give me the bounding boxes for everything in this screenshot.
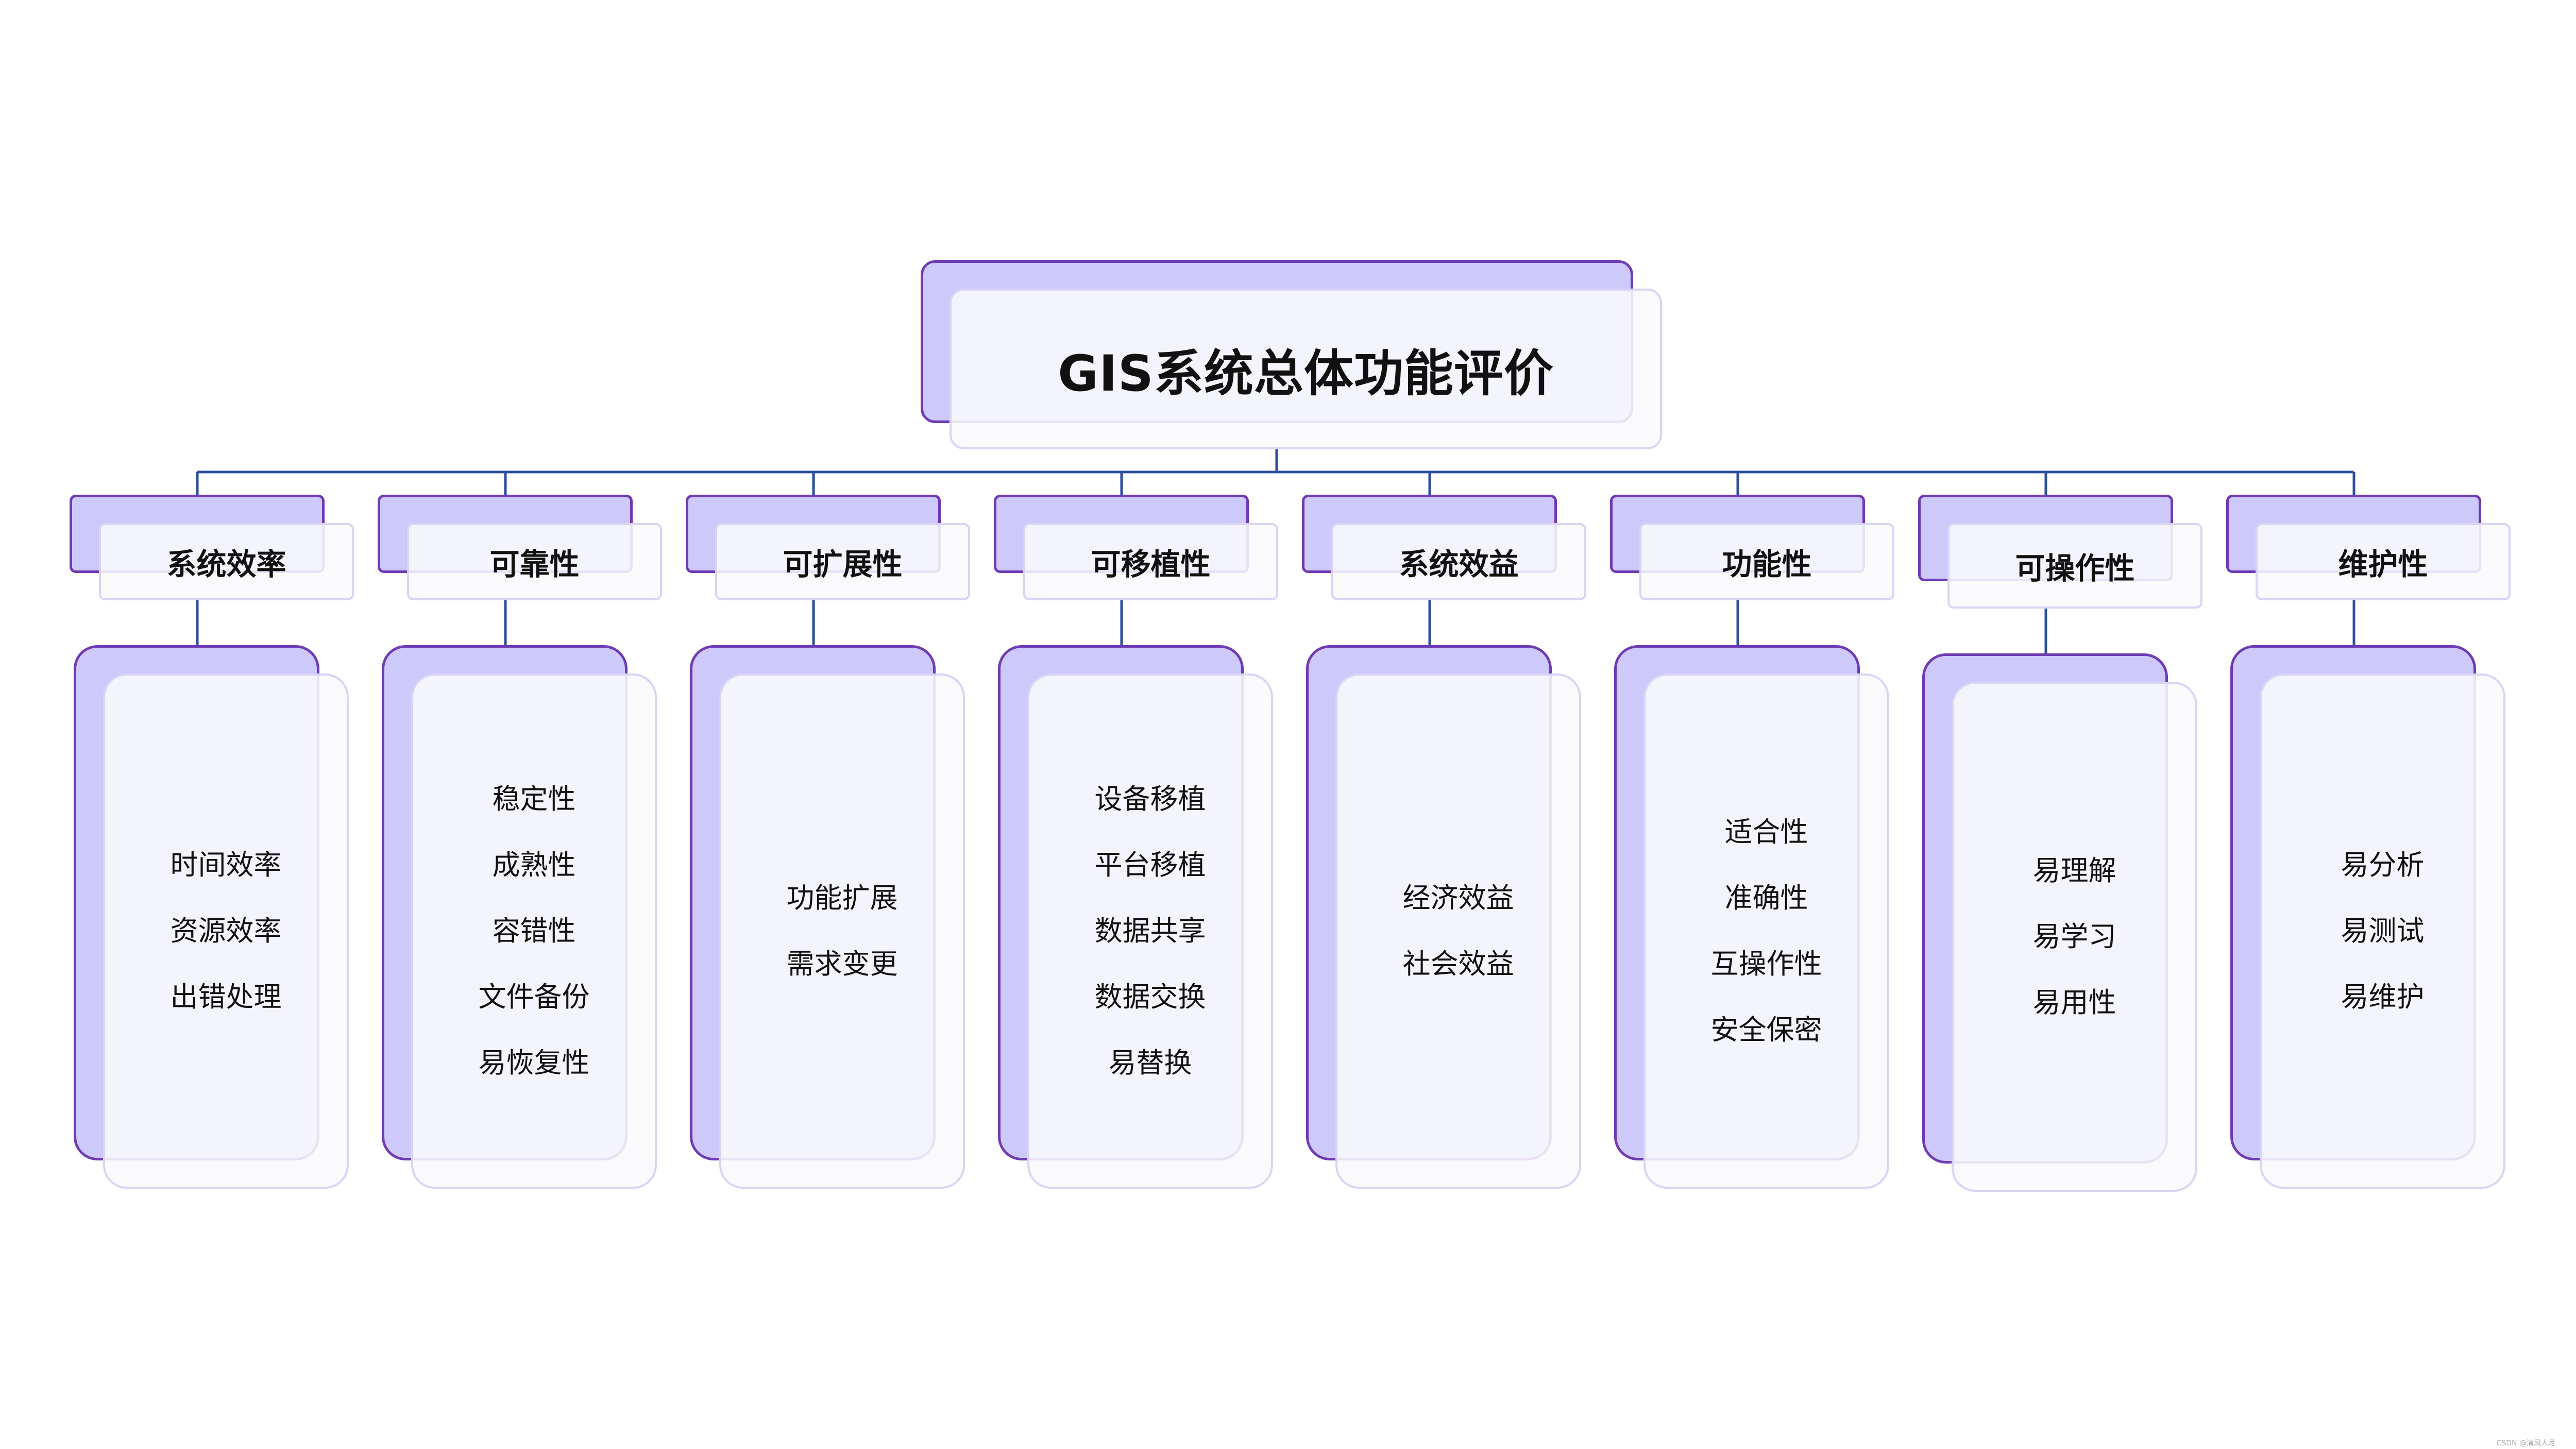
category-label: 系统效率 xyxy=(166,547,286,582)
leaf-node: 经济效益社会效益 xyxy=(1335,673,1581,1189)
category-node: 可扩展性 xyxy=(715,523,970,600)
leaf-item: 易维护 xyxy=(2341,981,2425,1013)
leaf-node: 稳定性成熟性容错性文件备份易恢复性 xyxy=(411,673,657,1189)
category-node: 系统效率 xyxy=(99,523,354,600)
leaf-item: 安全保密 xyxy=(1710,1014,1822,1046)
leaf-item: 成熟性 xyxy=(492,849,576,881)
leaf-item: 经济效益 xyxy=(1402,882,1514,914)
category-label: 系统效益 xyxy=(1399,547,1519,582)
leaf-item: 易测试 xyxy=(2341,915,2425,947)
leaf-item: 社会效益 xyxy=(1402,948,1514,980)
category-label: 可移植性 xyxy=(1091,547,1211,582)
category-node: 可靠性 xyxy=(407,523,662,600)
leaf-item: 功能扩展 xyxy=(786,882,898,914)
watermark: CSDN @清风人月 xyxy=(2496,1439,2555,1447)
category-node: 功能性 xyxy=(1639,523,1894,600)
leaf-item: 易分析 xyxy=(2341,849,2425,881)
category-label: 功能性 xyxy=(1722,547,1812,582)
root-title: GIS系统总体功能评价 xyxy=(1058,344,1554,402)
leaf-item: 易替换 xyxy=(1108,1047,1192,1079)
leaf-node: 易分析易测试易维护 xyxy=(2260,673,2505,1189)
leaf-item: 易学习 xyxy=(2032,920,2116,953)
leaf-node: 易理解易学习易用性 xyxy=(1952,682,2197,1192)
category-node: 可操作性 xyxy=(1947,523,2202,609)
category-label: 可靠性 xyxy=(489,547,580,582)
category-node: 系统效益 xyxy=(1331,523,1586,600)
root-node: GIS系统总体功能评价 xyxy=(950,289,1662,449)
leaf-item: 易用性 xyxy=(2032,986,2116,1019)
leaf-item: 适合性 xyxy=(1724,816,1808,848)
leaf-node: 时间效率资源效率出错处理 xyxy=(103,673,349,1189)
leaf-item: 容错性 xyxy=(492,915,576,947)
leaf-item: 设备移植 xyxy=(1094,783,1206,815)
leaf-item: 数据共享 xyxy=(1094,915,1206,947)
category-label: 可扩展性 xyxy=(783,547,903,582)
leaf-item: 数据交换 xyxy=(1094,981,1206,1013)
leaf-node: 适合性准确性互操作性安全保密 xyxy=(1643,673,1889,1189)
leaf-item: 易恢复性 xyxy=(478,1047,590,1079)
category-label: 维护性 xyxy=(2338,547,2428,582)
leaf-item: 时间效率 xyxy=(170,849,282,881)
leaf-item: 出错处理 xyxy=(170,981,282,1013)
leaf-item: 资源效率 xyxy=(170,915,282,947)
leaf-item: 需求变更 xyxy=(786,948,898,980)
leaf-item: 互操作性 xyxy=(1710,948,1822,980)
leaf-item: 稳定性 xyxy=(492,783,576,815)
leaf-node: 功能扩展需求变更 xyxy=(719,673,965,1189)
category-label: 可操作性 xyxy=(2015,551,2135,586)
leaf-item: 文件备份 xyxy=(478,981,590,1013)
leaf-item: 易理解 xyxy=(2032,854,2116,887)
leaf-node: 设备移植平台移植数据共享数据交换易替换 xyxy=(1027,673,1273,1189)
category-node: 可移植性 xyxy=(1023,523,1278,600)
leaf-item: 准确性 xyxy=(1724,882,1808,914)
leaf-item: 平台移植 xyxy=(1094,849,1206,881)
category-node: 维护性 xyxy=(2256,523,2511,600)
